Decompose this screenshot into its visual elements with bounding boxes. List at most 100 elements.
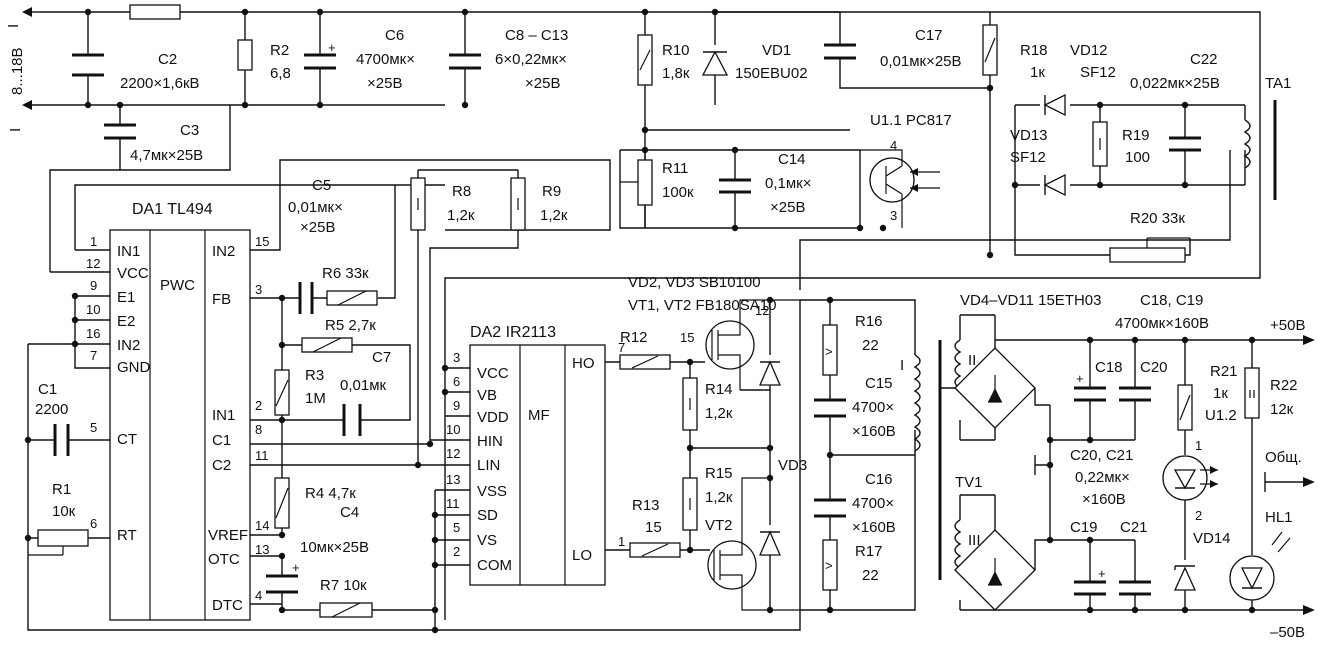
r11-body [637,159,653,206]
c22-value: 0,022мк×25В [1130,75,1220,92]
svg-text:IN2: IN2 [212,243,235,260]
vd13-ref: VD13 [1010,127,1048,144]
c1-ref: C1 [38,381,57,398]
c17-ref: C17 [915,27,943,44]
r4-label: R4 4,7к [305,485,356,502]
r11-value: 100к [662,184,694,201]
c16-value1: 4700× [852,495,894,512]
optocoupler-section: R10 1,8к VD1 150EBU02 C17 0,01мк×25В R11… [619,8,990,232]
r8-r9: R8 1,2к R9 1,2к [410,169,568,469]
svg-text:+: + [1076,371,1084,386]
r7-label: R7 10к [320,577,367,594]
c5-value1: 0,01мк× [288,199,343,216]
svg-text:>: > [825,344,833,359]
u11-body [869,157,915,203]
c18-ref: C18 [1095,359,1123,376]
input-voltage-label: 8...18В [9,47,26,95]
r22-ref: R22 [1270,377,1298,394]
c5-ref: C5 [312,177,331,194]
svg-text:13: 13 [255,542,269,557]
svg-text:14: 14 [255,518,269,533]
svg-text:C1: C1 [212,432,231,449]
svg-text:CT: CT [117,431,137,448]
r19-value: 100 [1125,149,1150,166]
r8-ref: R8 [452,183,471,200]
c2-value: 2200×1,6кВ [120,75,200,92]
c6-value1: 4700мк× [356,51,415,68]
r2-value: 6,8 [270,65,291,82]
ta1-section: R18 1к VD12 SF12 VD13 SF12 R19 100 C22 0… [799,12,1291,290]
svg-text:GND: GND [117,359,151,376]
svg-text:9: 9 [90,278,97,293]
c4-plus: + [292,560,300,575]
u11-pin3: 3 [890,208,897,223]
c2021-ref: C20, C21 [1070,447,1133,464]
svg-text:16: 16 [86,326,100,341]
r6-label: R6 33к [322,265,369,282]
svg-text:>: > [825,558,833,573]
svg-text:1: 1 [618,534,625,549]
c3-ref: C3 [180,122,199,139]
svg-text:VDD: VDD [477,409,509,426]
svg-text:7: 7 [90,348,97,363]
r18-value: 1к [1030,64,1045,81]
tv1-label: TV1 [955,474,983,491]
r18-ref: R18 [1020,42,1048,59]
svg-text:2: 2 [453,544,460,559]
c15-value1: 4700× [852,399,894,416]
svg-text:VSS: VSS [477,483,507,500]
svg-text:LO: LO [572,547,592,564]
svg-text:E1: E1 [117,289,135,306]
winding-iii: III [968,532,981,549]
out-minus: –50В [1270,624,1305,641]
da2-body [469,344,606,586]
svg-text:FB: FB [212,291,231,308]
c20-ref: C20 [1140,359,1168,376]
r13-value: 15 [645,519,662,536]
c14-value2: ×25В [770,199,805,216]
svg-text:6: 6 [90,516,97,531]
svg-text:9: 9 [453,398,460,413]
out-plus: +50В [1270,317,1305,334]
r11-ref: R11 [662,160,688,177]
svg-text:HO: HO [572,355,595,372]
c2021-value2: ×160В [1082,491,1126,508]
output-section: TV1 VD4–VD11 15ETH03 C18, C19 4700мк×160… [938,292,1315,641]
r16-ref: R16 [855,313,883,330]
vd13-value: SF12 [1010,149,1046,166]
r17-ref: R17 [855,543,883,560]
u12-pin2: 2 [1195,508,1202,523]
svg-text:15: 15 [255,234,269,249]
svg-text:10: 10 [446,422,460,437]
svg-text:VS: VS [477,532,497,549]
svg-text:7: 7 [618,340,625,355]
da2-right-pins: 7HO 1LO [572,340,625,564]
svg-text:+: + [1098,566,1106,581]
r5-label: R5 2,7к [325,317,376,334]
c7-value: 0,01мк [340,377,387,394]
c1819-value: 4700мк×160В [1115,315,1209,332]
r16-body [822,324,838,376]
svg-text:VCC: VCC [477,365,509,382]
r20-body [1109,247,1186,263]
c1819-ref: C18, C19 [1140,292,1203,309]
vt12-label: VT1, VT2 FB180SA10 [628,297,776,314]
winding-ii: II [968,352,976,369]
c17-value: 0,01мк×25В [880,53,962,70]
vd12-diode [1043,93,1066,117]
r17-value: 22 [862,567,879,584]
svg-text:VB: VB [477,387,497,404]
svg-text:3: 3 [255,282,262,297]
da1-core: PWC [160,277,195,294]
r1-body [37,529,89,547]
common-label: Общ. [1265,449,1302,466]
svg-text:VREF: VREF [208,527,248,544]
vd14-zener [1173,566,1197,591]
svg-text:IN2: IN2 [117,337,140,354]
hl1-label: HL1 [1265,509,1293,526]
r9-ref: R9 [542,183,561,200]
c22-ref: C22 [1190,51,1218,68]
c21-ref: C21 [1120,519,1148,536]
